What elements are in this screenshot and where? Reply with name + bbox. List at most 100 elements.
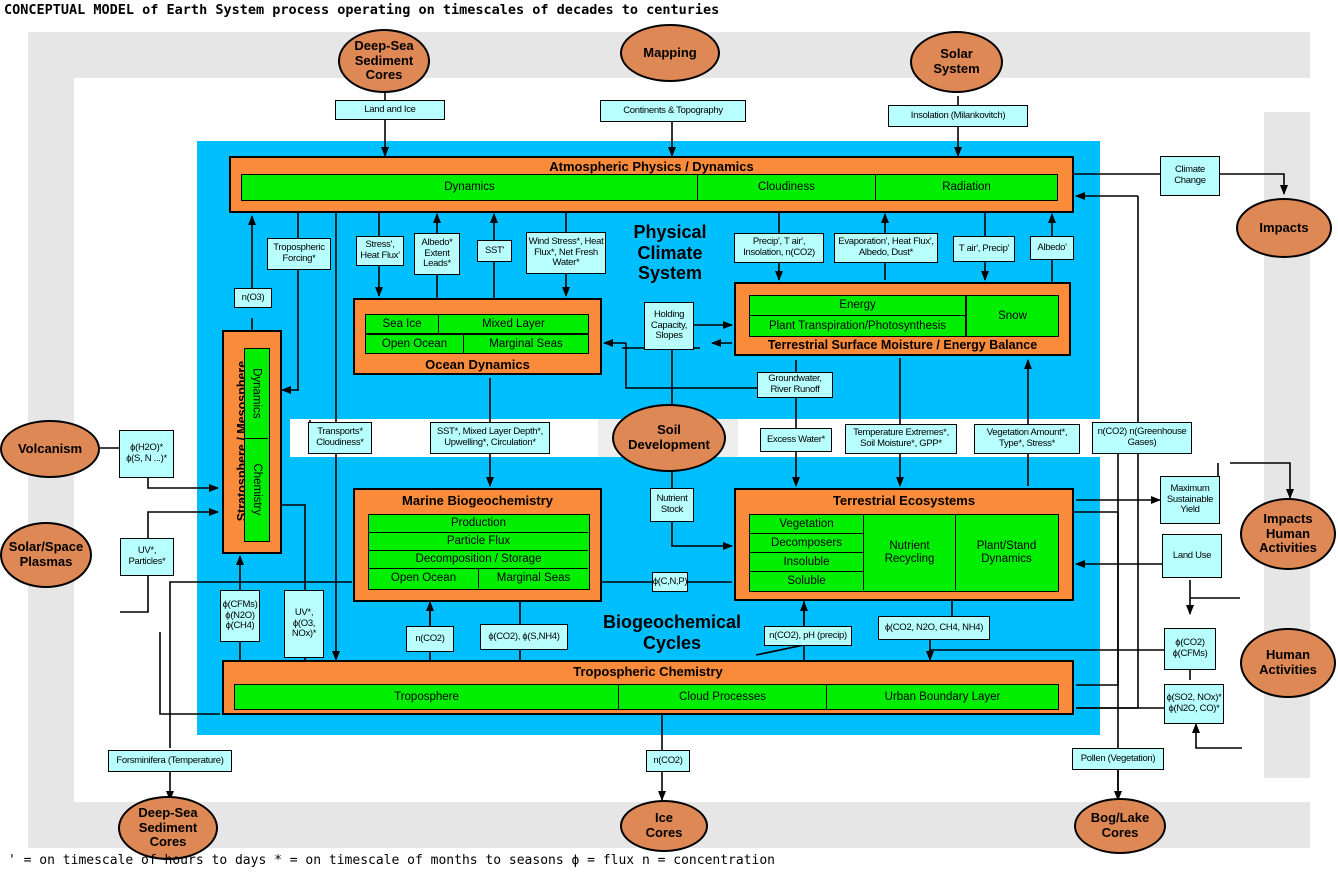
soil-development-ellipse: Soil Development	[612, 404, 726, 472]
label-albedo-leads: Albedo* Extent Leads*	[414, 233, 460, 275]
cell-energy: Energy	[750, 296, 966, 316]
cell-strato-dynamics: Dynamics	[245, 349, 268, 439]
bog-lake-cores-ellipse: Bog/Lake Cores	[1074, 798, 1166, 854]
marine-biogeochemistry-title: Marine Biogeochemistry	[402, 493, 553, 508]
deep-sea-cores-bottom-ellipse: Deep-Sea Sediment Cores	[118, 796, 218, 860]
label-groundwater: Groundwater, River Runoff	[757, 372, 833, 398]
cell-decomposers: Decomposers	[750, 534, 864, 553]
cell-urban-boundary: Urban Boundary Layer	[884, 690, 1001, 703]
cell-troposphere: Troposphere	[235, 685, 619, 709]
label-nco2-greenhouse: n(CO2) n(Greenhouse Gases)	[1092, 422, 1192, 454]
tropospheric-chemistry-box: Tropospheric Chemistry Troposphere Cloud…	[222, 660, 1074, 715]
label-uv-o3: UV*, ϕ(O3, NOx)*	[284, 590, 324, 658]
tropospheric-cells: Troposphere Cloud Processes Urban Bounda…	[234, 684, 1059, 710]
cell-insoluble: Insoluble	[750, 553, 864, 572]
label-wind-stress: Wind Stress*, Heat Flux*, Net Fresh Wate…	[526, 232, 606, 274]
label-max-yield: Maximum Sustainable Yield	[1160, 476, 1220, 524]
ice-cores-ellipse: Ice Cores	[620, 800, 708, 852]
cell-production: Production	[369, 515, 588, 533]
label-nco2-b: n(CO2)	[646, 750, 690, 772]
human-activities-ellipse: Human Activities	[1240, 628, 1336, 698]
label-climate-change: Climate Change	[1160, 156, 1220, 196]
cell-plant-transpiration: Plant Transpiration/Photosynthesis	[750, 316, 966, 336]
volcanism-ellipse: Volcanism	[0, 420, 100, 478]
mapping-ellipse: Mapping	[620, 24, 720, 82]
label-uv-particles: UV*, Particles*	[120, 538, 174, 576]
label-albedo-prime: Albedo'	[1030, 236, 1074, 260]
atmospheric-physics-box: Atmospheric Physics / Dynamics Dynamics …	[229, 156, 1074, 213]
label-vegetation-amount: Vegetation Amount*, Type*, Stress*	[974, 424, 1080, 454]
terrestrial-ecosystems-box: Terrestrial Ecosystems Vegetation Decomp…	[734, 488, 1074, 601]
ocean-dynamics-cells: Sea Ice Mixed Layer Open Ocean Marginal …	[365, 314, 589, 354]
terrestrial-moisture-title: Terrestrial Surface Moisture / Energy Ba…	[767, 338, 1038, 352]
physical-climate-label: Physical Climate System	[633, 222, 707, 284]
cell-dynamics: Dynamics	[242, 175, 698, 200]
cell-particle-flux: Particle Flux	[369, 533, 588, 551]
terrestrial-moisture-cells: Energy Plant Transpiration/Photosynthesi…	[749, 295, 1059, 337]
label-cfms-flux: ϕ(CFMs) ϕ(N2O) ϕ(CH4)	[220, 590, 260, 642]
cell-marginal-seas: Marginal Seas	[489, 337, 563, 350]
cell-cloudiness: Cloudiness	[698, 175, 876, 200]
label-sst-prime: SST'	[477, 240, 512, 262]
label-co2-snh4: ϕ(CO2), ϕ(S,NH4)	[480, 624, 568, 650]
deep-sea-cores-top-ellipse: Deep-Sea Sediment Cores	[338, 29, 430, 93]
cell-cloud-processes: Cloud Processes	[619, 685, 827, 709]
marine-cells: Production Particle Flux Decomposition /…	[368, 514, 590, 590]
cell-decomposition: Decomposition / Storage	[369, 551, 588, 569]
label-land-use: Land Use	[1162, 534, 1222, 578]
terrestrial-moisture-box: Energy Plant Transpiration/Photosynthesi…	[734, 282, 1071, 356]
label-evaporation: Evaporation', Heat Flux', Albedo, Dust*	[834, 233, 938, 263]
atmospheric-physics-cells: Dynamics Cloudiness Radiation	[241, 174, 1058, 201]
cell-marine-marginal-seas: Marginal Seas	[496, 572, 571, 585]
ocean-row-2: Open Ocean Marginal Seas	[365, 334, 589, 354]
label-so2-nox: ϕ(SO2, NOx)* ϕ(N2O, CO)*	[1164, 684, 1224, 724]
label-nco2-a: n(CO2)	[406, 626, 454, 652]
label-pollen: Pollen (Vegetation)	[1072, 748, 1164, 770]
impacts-human-ellipse: Impacts Human Activities	[1240, 498, 1336, 570]
cell-nutrient-recycling: Nutrient Recycling	[864, 515, 956, 590]
terrestrial-ecosystems-title: Terrestrial Ecosystems	[832, 493, 976, 508]
label-temp-extremes: Temperature Extremes*, Soil Moisture*, G…	[845, 424, 957, 454]
legend-footer: ' = on timescale of hours to days * = on…	[8, 853, 776, 868]
label-no3: n(O3)	[234, 288, 272, 308]
label-holding-capacity: Holding Capacity, Slopes	[644, 302, 694, 350]
diagram-title: CONCEPTUAL MODEL of Earth System process…	[4, 2, 720, 18]
tropospheric-chemistry-title: Tropospheric Chemistry	[573, 664, 723, 679]
label-precip: Precip', T air', Insolation, n(CO2)	[734, 233, 824, 263]
atmospheric-physics-title: Atmospheric Physics / Dynamics	[549, 159, 754, 174]
label-tair-precip: T air', Precip'	[953, 236, 1015, 262]
label-h2o-flux: ϕ(H2O)* ϕ(S, N ...)*	[119, 430, 174, 478]
ocean-dynamics-title: Ocean Dynamics	[425, 357, 530, 372]
cell-plant-stand-dynamics: Plant/Stand Dynamics	[976, 539, 1037, 565]
label-stress: Stress', Heat Flux'	[356, 236, 404, 266]
label-sst-mixed: SST*, Mixed Layer Depth*, Upwelling*, Ci…	[430, 422, 550, 454]
cell-vegetation: Vegetation	[750, 515, 864, 534]
solar-plasmas-ellipse: Solar/Space Plasmas	[0, 522, 92, 588]
cell-sea-ice: Sea Ice	[366, 315, 439, 333]
cell-radiation: Radiation	[942, 181, 991, 194]
cell-mixed-layer: Mixed Layer	[482, 317, 545, 330]
cell-strato-chemistry: Chemistry	[250, 463, 263, 516]
label-cnp-flux: ϕ(C,N,P)	[652, 572, 688, 592]
cell-soluble: Soluble	[750, 572, 864, 590]
label-co2-n2o-flux: ϕ(CO2, N2O, CH4, NH4)	[878, 616, 990, 640]
terrestrial-ecosystems-cells: Vegetation Decomposers Insoluble Soluble…	[749, 514, 1059, 592]
ocean-dynamics-box: Sea Ice Mixed Layer Open Ocean Marginal …	[353, 298, 602, 375]
label-nco2-ph: n(CO2), pH (precip)	[764, 626, 852, 646]
label-transports: Transports* Cloudiness*	[308, 422, 372, 454]
impacts-ellipse: Impacts	[1236, 198, 1332, 258]
cell-snow: Snow	[966, 296, 1058, 336]
label-co2-cfms: ϕ(CO2) ϕ(CFMs)	[1164, 628, 1216, 670]
label-continents: Continents & Topography	[600, 100, 746, 122]
marine-biogeochemistry-box: Marine Biogeochemistry Production Partic…	[353, 488, 602, 602]
label-tropospheric-forcing: Tropospheric Forcing*	[267, 238, 331, 270]
label-insolation: Insolation (Milankovitch)	[888, 105, 1028, 127]
label-nutrient-stock: Nutrient Stock	[650, 488, 694, 522]
biogeochemical-label: Biogeochemical Cycles	[602, 612, 742, 653]
cell-open-ocean: Open Ocean	[366, 335, 464, 353]
solar-system-ellipse: Solar System	[910, 31, 1003, 93]
label-foraminifera: Forsminifera (Temperature)	[108, 750, 232, 772]
label-excess-water: Excess Water*	[760, 428, 832, 452]
label-land-ice: Land and Ice	[335, 100, 445, 120]
